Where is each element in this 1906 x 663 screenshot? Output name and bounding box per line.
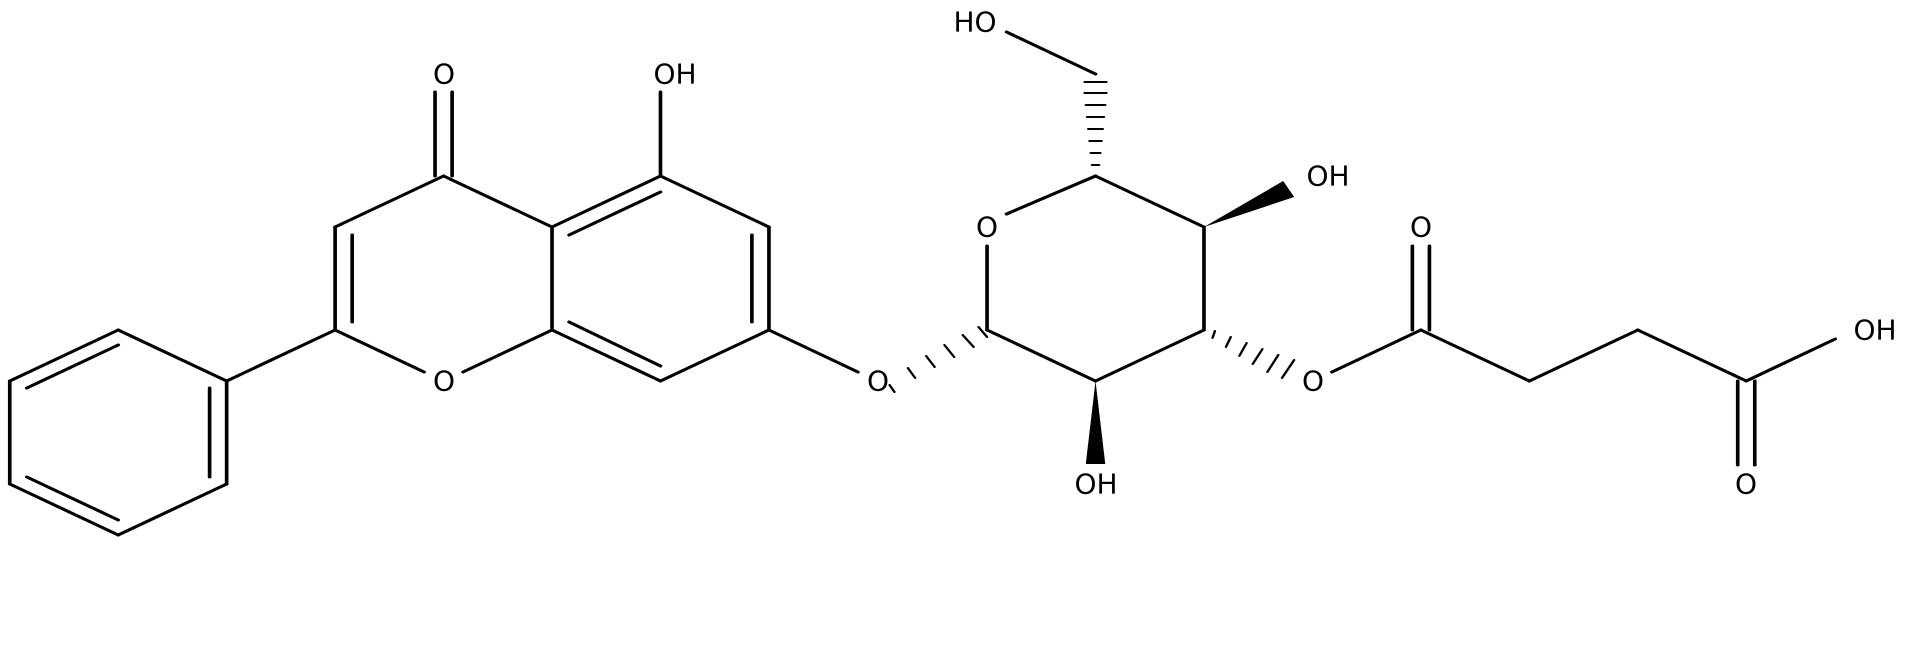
bond-phenyl-6 [116,328,229,383]
bond-phenyl-1 [7,328,121,383]
bond-o5-c5s [1004,174,1098,216]
label-oh-5: OH [653,58,696,91]
bond-c3s-oester-hashed [1211,330,1296,379]
bond-ch2-oh [1004,30,1098,76]
bond-phenyl-c2 [224,328,337,383]
label-o-ester-carbonyl: O [1410,211,1432,244]
bond-phenyl-4 [116,482,229,537]
bond-ch2b-cooh [1635,328,1749,383]
label-o-glycoside: O [867,365,889,398]
bond-c4s-oh-wedge [1203,181,1295,227]
label-oh-acid: OH [1853,314,1896,347]
label-ho-ch2: HO [953,6,996,39]
bond-ch2a-ch2b [1527,328,1640,383]
label-oh-c2: OH [1074,468,1117,501]
bond-phenyl-3-inner [24,475,121,522]
bond-c7-oglyc [767,328,860,374]
bond-c8-c8a [550,328,663,383]
bond-c5s-ch2-hashed [1083,81,1108,166]
bond-c2s-c1s [985,328,1098,383]
bond-c4-c4a [441,174,554,229]
bond-phenyl-1-inner [24,343,121,390]
label-o-ester: O [1302,365,1324,398]
bond-oglyc-c1-hashed [888,326,989,393]
bond-cooh-oh [1744,337,1838,383]
bond-c7-c8 [658,328,771,383]
bond-c3-c4 [333,174,446,229]
label-o-ring-chromone: O [433,365,455,398]
bond-c5s-c4s [1093,174,1206,229]
atom-labels: O OH O O O HO OH OH O O OH O [433,6,1897,501]
bond-c4a-c5-inner [567,190,663,237]
bond-phenyl-3 [7,482,121,537]
bond-c8-c8a-inner [567,320,663,368]
label-o-carbonyl: O [433,58,455,91]
bonds [7,30,1838,537]
bond-c4a-c5 [550,174,663,229]
bond-c5-c6 [658,174,771,229]
bond-cco-ch2a [1419,328,1532,383]
label-o-acid-carbonyl: O [1735,468,1757,501]
bond-c2s-oh-wedge [1085,381,1106,464]
label-o-ring-sugar: O [976,211,998,244]
bond-oester-cco [1330,328,1423,374]
bond-o1-c8a [461,328,554,374]
label-oh-c4: OH [1306,160,1349,193]
bond-c3s-c2s [1093,328,1206,383]
bond-c2-o1 [333,328,426,374]
